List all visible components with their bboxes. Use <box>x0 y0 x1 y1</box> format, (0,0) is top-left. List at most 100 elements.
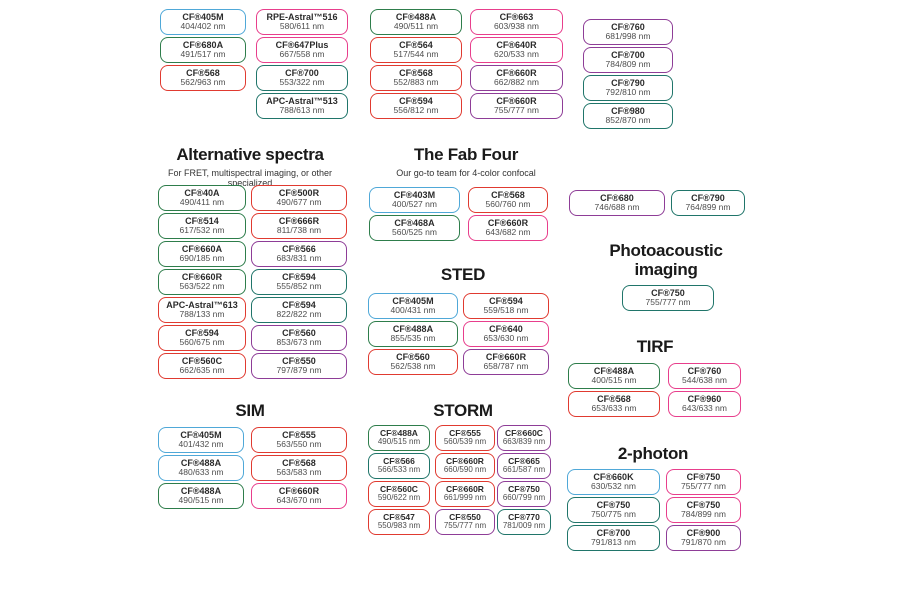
dye-name: APC-Astral™613 <box>166 300 238 311</box>
dye-wavelengths: 401/432 nm <box>178 439 224 450</box>
dye-wavelengths: 400/431 nm <box>390 305 436 316</box>
dye-name: CF®660A <box>181 244 223 255</box>
dye-wavelengths: 643/670 nm <box>276 495 322 506</box>
dye-wavelengths: 490/411 nm <box>179 197 225 208</box>
dye-wavelengths: 653/630 nm <box>483 333 529 344</box>
dye-wavelengths: 822/822 nm <box>276 309 322 320</box>
dye-wavelengths: 562/963 nm <box>180 77 226 88</box>
dye-name: CF®680A <box>182 40 224 51</box>
dye-name: CF®660R <box>487 218 529 229</box>
dye-wavelengths: 544/638 nm <box>682 375 727 386</box>
dye-name: CF®594 <box>185 328 219 339</box>
section-heading-sted: STED <box>368 265 558 285</box>
dye-name: CF®560 <box>282 328 316 339</box>
dye-wavelengths: 559/518 nm <box>483 305 529 316</box>
dye-name: CF®555 <box>449 427 481 438</box>
dye-wavelengths: 784/899 nm <box>681 509 726 520</box>
dye-wavelengths: 750/775 nm <box>591 509 636 520</box>
dye-wavelengths: 404/402 nm <box>180 21 226 32</box>
dye-name: CF®555 <box>282 430 316 441</box>
dye-name: CF®640 <box>489 324 523 335</box>
dye-wavelengths: 603/938 nm <box>494 21 539 32</box>
dye-name: CF®750 <box>651 288 685 299</box>
dye-wavelengths: 556/812 nm <box>393 105 439 116</box>
dye-wavelengths: 560/675 nm <box>179 337 225 348</box>
dye-name: CF®660R <box>446 455 484 466</box>
dye-name: CF®550 <box>449 511 481 522</box>
dye-wavelengths: 658/787 nm <box>483 361 529 372</box>
dye-wavelengths: 563/522 nm <box>179 281 225 292</box>
dye-name: CF®770 <box>508 511 540 522</box>
dye-wavelengths: 852/870 nm <box>605 115 651 126</box>
dye-wavelengths: 630/532 nm <box>591 481 636 492</box>
dye-name: CF®660R <box>446 483 484 494</box>
dye-name: CF®568 <box>186 68 220 79</box>
dye-name: CF®760 <box>611 22 645 33</box>
dye-name: CF®660R <box>496 68 537 79</box>
dye-wavelengths: 797/879 nm <box>276 365 322 376</box>
dye-name: CF®500R <box>278 188 320 199</box>
dye-name: CF®547 <box>383 511 415 522</box>
dye-wavelengths: 660/590 nm <box>443 465 487 475</box>
section-title: Photoacoustic imaging <box>609 241 723 279</box>
dye-name: CF®900 <box>686 528 721 539</box>
dye-name: CF®468A <box>394 218 435 229</box>
dye-wavelengths: 490/511 nm <box>393 21 439 32</box>
dye-wavelengths: 755/777 nm <box>443 521 487 531</box>
dye-name: CF®488A <box>380 427 418 438</box>
section-heading-storm: STORM <box>368 401 558 421</box>
dye-wavelengths: 784/809 nm <box>605 59 651 70</box>
dye-wavelengths: 853/673 nm <box>276 337 322 348</box>
section-subtitle: For FRET, multispectral imaging, or othe… <box>167 167 333 188</box>
dye-name: CF®594 <box>399 96 433 107</box>
dye-wavelengths: 560/539 nm <box>443 437 487 447</box>
dye-wavelengths: 811/738 nm <box>276 225 322 236</box>
dye-wavelengths: 653/633 nm <box>591 403 637 414</box>
dye-name: CF®663 <box>499 12 534 23</box>
dye-wavelengths: 681/998 nm <box>605 31 651 42</box>
dye-name: CF®560C <box>380 483 418 494</box>
dye-name: CF®660R <box>485 352 527 363</box>
section-title: STORM <box>433 401 493 420</box>
dye-name: RPE-Astral™516 <box>266 12 338 23</box>
